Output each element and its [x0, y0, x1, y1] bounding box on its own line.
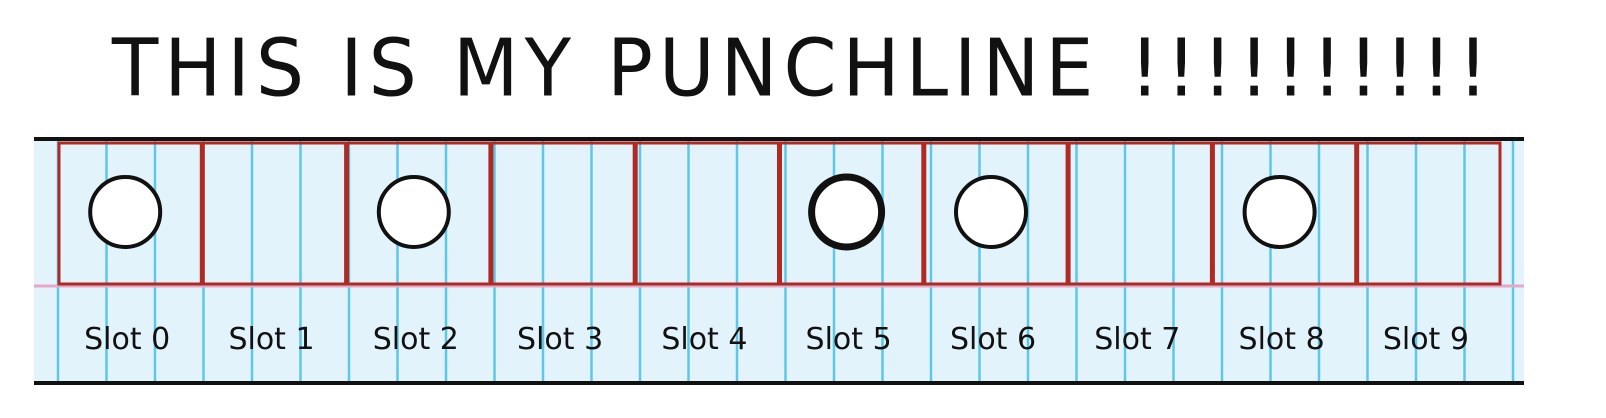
slot-label: Slot 8 [1239, 322, 1325, 357]
slot-box [779, 141, 925, 286]
slot-1: Slot 1 [201, 141, 348, 357]
slot-box [1356, 141, 1502, 286]
slot-label: Slot 6 [950, 322, 1036, 357]
slot-box [201, 141, 348, 286]
punched-hole [808, 173, 886, 251]
slot-label: Slot 5 [806, 322, 892, 357]
slot-box [490, 141, 636, 286]
slot-box [1211, 141, 1358, 286]
slot-label: Slot 9 [1383, 322, 1469, 357]
punchline-headline: THIS IS MY PUNCHLINE !!!!!!!!!! [111, 20, 1495, 115]
slot-0: Slot 0 [57, 141, 203, 357]
slot-label: Slot 4 [661, 322, 747, 357]
slot-label: Slot 7 [1094, 322, 1180, 357]
slot-6: Slot 6 [923, 141, 1069, 357]
punched-hole [954, 175, 1028, 249]
slot-4: Slot 4 [634, 141, 781, 357]
slot-label: Slot 0 [84, 322, 170, 357]
slot-9: Slot 9 [1356, 141, 1502, 357]
slot-label: Slot 1 [228, 322, 314, 357]
slot-2: Slot 2 [346, 141, 492, 357]
slot-box [57, 141, 203, 286]
slot-box [923, 141, 1069, 286]
slot-label: Slot 2 [373, 322, 459, 357]
punched-hole [376, 175, 451, 249]
slot-8: Slot 8 [1211, 141, 1358, 357]
slots: Slot 0 Slot 1 Slot 2 Slot 3 Slot 4 Slot 5 Slot… [57, 141, 1502, 357]
slot-box [1067, 141, 1213, 286]
slot-3: Slot 3 [490, 141, 636, 357]
punched-hole [1242, 175, 1317, 249]
slot-7: Slot 7 [1067, 141, 1213, 357]
slot-label: Slot 3 [517, 322, 603, 357]
slot-box [634, 141, 781, 286]
slot-box [346, 141, 492, 286]
slot-5: Slot 5 [779, 141, 925, 357]
punched-hole [88, 175, 163, 249]
